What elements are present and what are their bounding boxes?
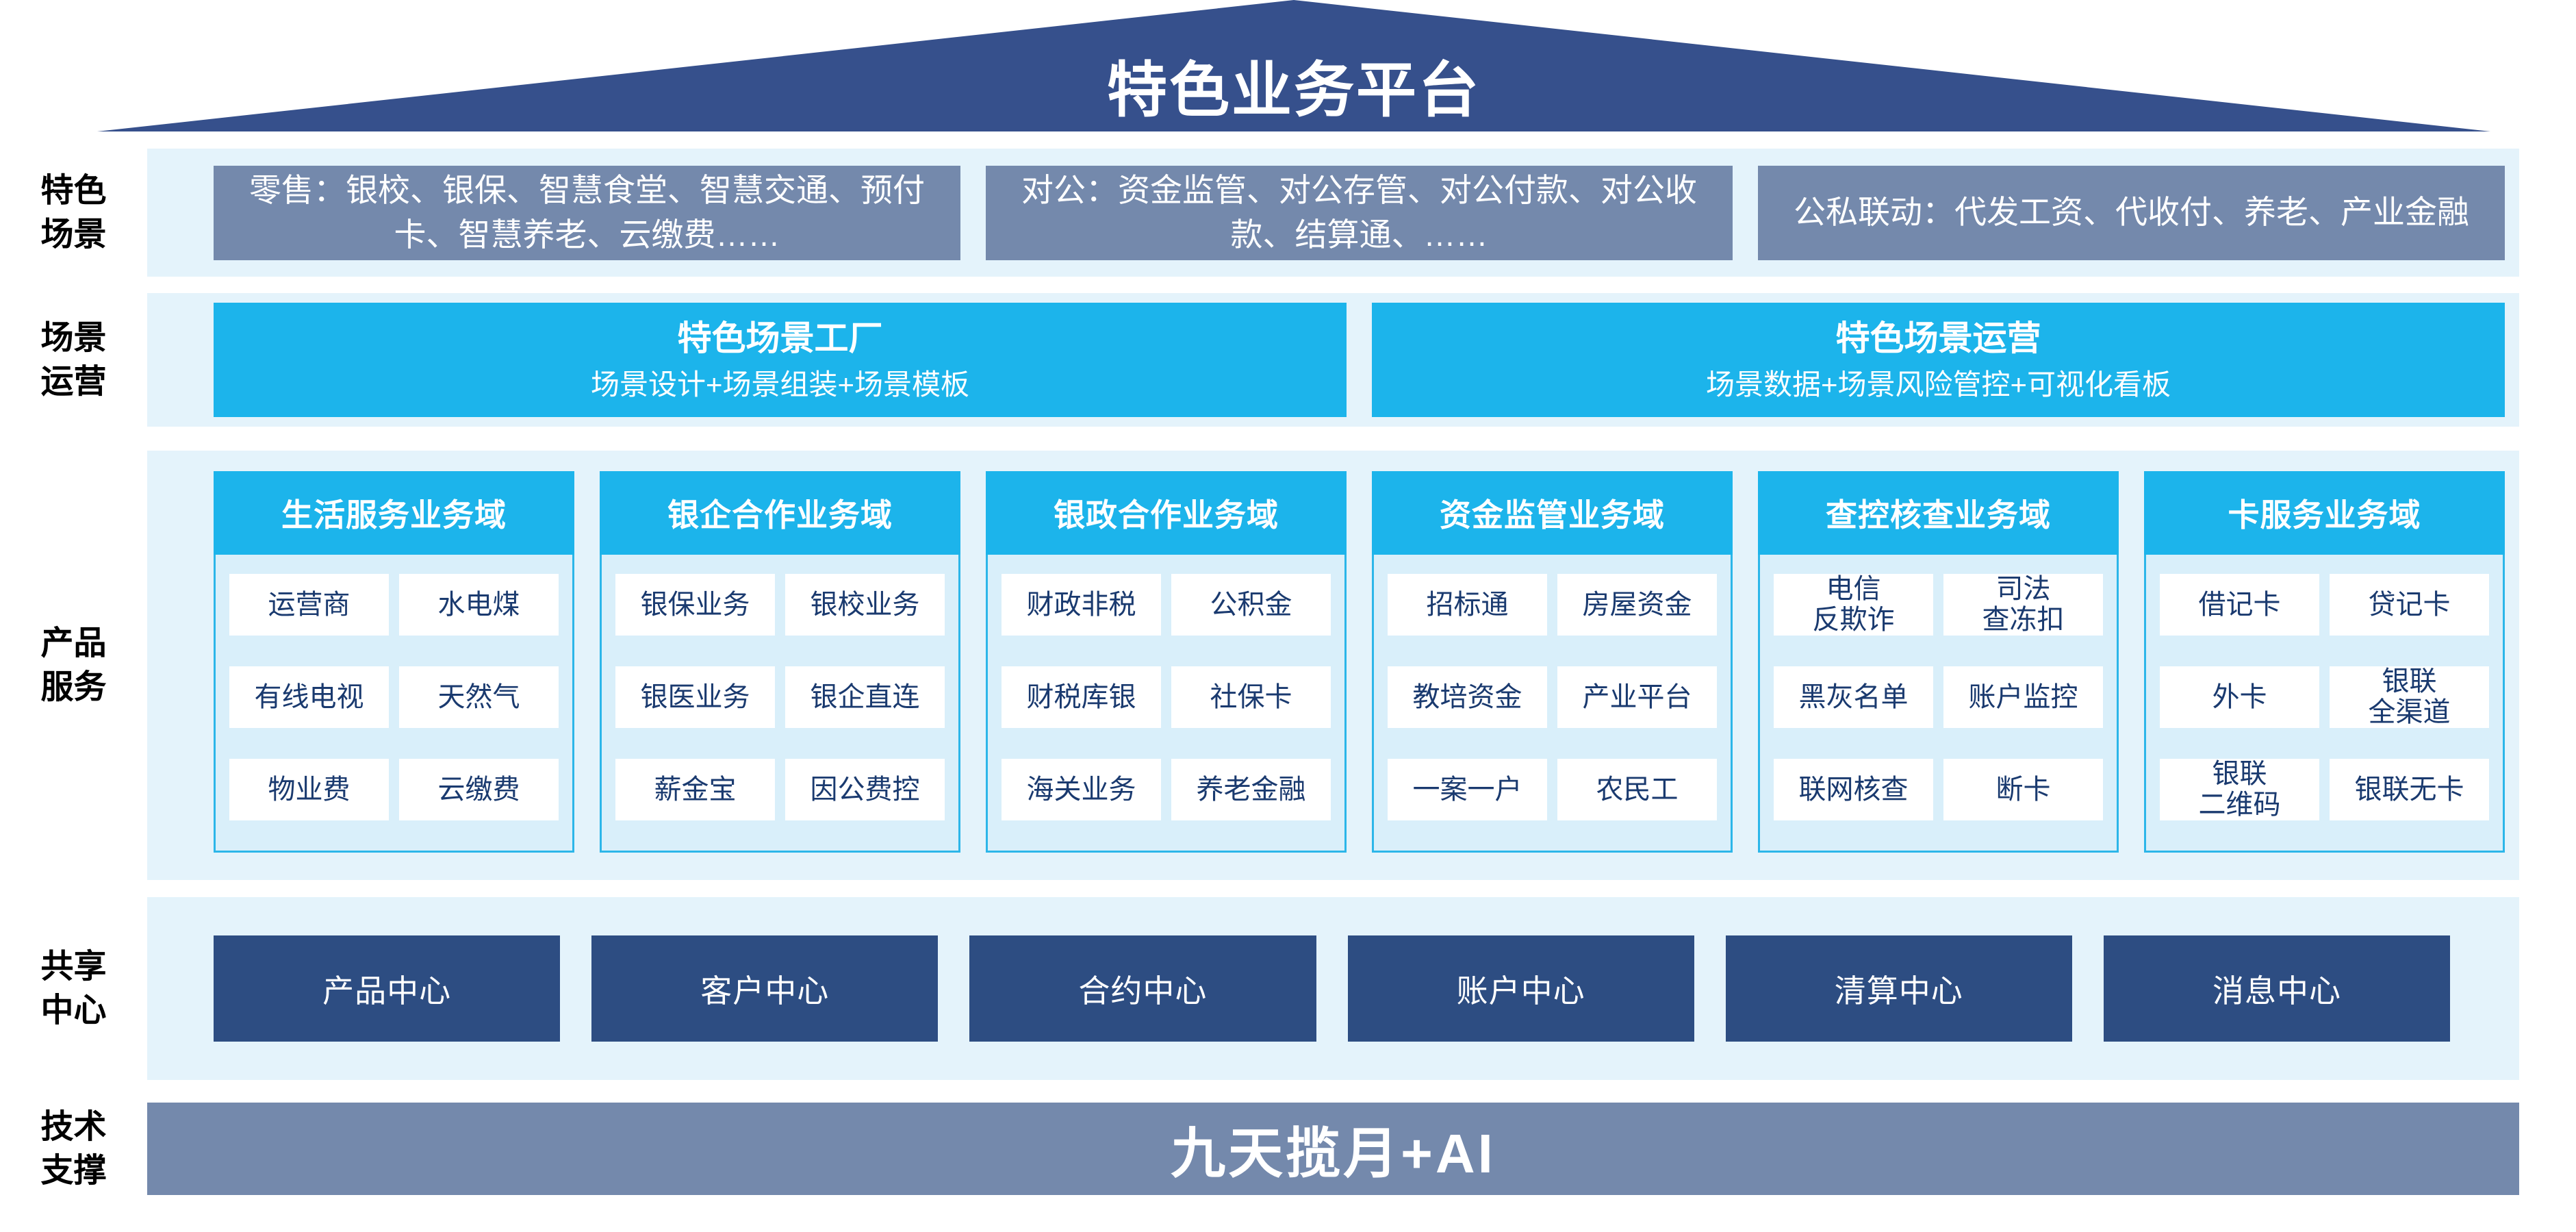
domain-item: 产业平台 bbox=[1557, 666, 1717, 728]
domain-item: 银联 全渠道 bbox=[2330, 666, 2489, 728]
domain-header: 资金监管业务域 bbox=[1372, 471, 1733, 555]
domain-item: 云缴费 bbox=[399, 759, 559, 820]
domain-item: 教培资金 bbox=[1388, 666, 1547, 728]
scenario-factory-subtitle: 场景设计+场景组装+场景模板 bbox=[590, 368, 970, 401]
domain-item: 养老金融 bbox=[1171, 759, 1331, 820]
scenario-factory-title: 特色场景工厂 bbox=[677, 318, 883, 357]
row-label-products: 产品 服务 bbox=[40, 625, 107, 705]
center-box-contract: 合约中心 bbox=[969, 935, 1316, 1042]
domain-header: 卡服务业务域 bbox=[2144, 471, 2505, 555]
row-label-tech: 技术 支撑 bbox=[40, 1109, 107, 1189]
row-label-sharing: 共享 中心 bbox=[40, 948, 107, 1029]
domain-item: 农民工 bbox=[1557, 759, 1717, 820]
domain-body: 招标通 房屋资金 教培资金 产业平台 一案一户 农民工 bbox=[1372, 555, 1733, 853]
center-box-clearing: 清算中心 bbox=[1725, 935, 2072, 1042]
domain-item: 断卡 bbox=[1943, 759, 2103, 820]
domain-item: 电信 反欺诈 bbox=[1774, 574, 1933, 636]
domain-item: 贷记卡 bbox=[2330, 574, 2489, 636]
domain-item: 黑灰名单 bbox=[1774, 666, 1933, 728]
domain-item: 银企直连 bbox=[785, 666, 945, 728]
scenario-factory-box: 特色场景工厂 场景设计+场景组装+场景模板 bbox=[214, 303, 1347, 417]
domain-item: 一案一户 bbox=[1388, 759, 1547, 820]
scenario-operation-subtitle: 场景数据+场景风险管控+可视化看板 bbox=[1705, 368, 2171, 401]
domain-item: 社保卡 bbox=[1171, 666, 1331, 728]
domain-column-life-services: 生活服务业务域 运营商 水电煤 有线电视 天然气 物业费 云缴费 bbox=[214, 471, 574, 853]
scenario-operation-box: 特色场景运营 场景数据+场景风险管控+可视化看板 bbox=[1372, 303, 2505, 417]
domain-body: 电信 反欺诈 司法 查冻扣 黑灰名单 账户监控 联网核查 断卡 bbox=[1758, 555, 2119, 853]
domain-item: 有线电视 bbox=[229, 666, 389, 728]
domain-column-card-services: 卡服务业务域 借记卡 贷记卡 外卡 银联 全渠道 银联 二维码 银联无卡 bbox=[2144, 471, 2505, 853]
domain-item: 司法 查冻扣 bbox=[1943, 574, 2103, 636]
domain-item: 银保业务 bbox=[615, 574, 775, 636]
domain-item: 银校业务 bbox=[785, 574, 945, 636]
domain-header: 查控核查业务域 bbox=[1758, 471, 2119, 555]
domain-item: 薪金宝 bbox=[615, 759, 775, 820]
domain-item: 招标通 bbox=[1388, 574, 1547, 636]
row-label-scenes: 特色 场景 bbox=[40, 173, 107, 253]
platform-title: 特色业务平台 bbox=[1106, 56, 1481, 124]
tech-support-bar: 九天揽月+AI bbox=[147, 1103, 2519, 1195]
center-box-message: 消息中心 bbox=[2103, 935, 2451, 1042]
domain-header: 银企合作业务域 bbox=[600, 471, 960, 555]
domain-item: 财政非税 bbox=[1002, 574, 1161, 636]
domain-item: 物业费 bbox=[229, 759, 389, 820]
scenario-operation-title: 特色场景运营 bbox=[1835, 318, 2041, 357]
row-label-operation: 场景 运营 bbox=[40, 320, 107, 400]
domain-item: 运营商 bbox=[229, 574, 389, 636]
sharing-row: 产品中心 客户中心 合约中心 账户中心 清算中心 消息中心 bbox=[147, 897, 2519, 1080]
domain-item: 公积金 bbox=[1171, 574, 1331, 636]
platform-roof: 特色业务平台 bbox=[97, 0, 2490, 131]
scene-box-public-private: 公私联动：代发工资、代收付、养老、产业金融 bbox=[1758, 165, 2505, 260]
domain-body: 运营商 水电煤 有线电视 天然气 物业费 云缴费 bbox=[214, 555, 574, 853]
domain-item: 联网核查 bbox=[1774, 759, 1933, 820]
domain-header: 生活服务业务域 bbox=[214, 471, 574, 555]
domain-item: 借记卡 bbox=[2160, 574, 2319, 636]
operation-row: 特色场景工厂 场景设计+场景组装+场景模板 特色场景运营 场景数据+场景风险管控… bbox=[147, 293, 2519, 427]
domain-item: 外卡 bbox=[2160, 666, 2319, 728]
domain-item: 房屋资金 bbox=[1557, 574, 1717, 636]
domain-header: 银政合作业务域 bbox=[986, 471, 1347, 555]
domain-item: 海关业务 bbox=[1002, 759, 1161, 820]
domain-item: 水电煤 bbox=[399, 574, 559, 636]
products-row: 生活服务业务域 运营商 水电煤 有线电视 天然气 物业费 云缴费 银企合作业务域… bbox=[147, 451, 2519, 880]
center-box-product: 产品中心 bbox=[214, 935, 561, 1042]
domain-column-bank-government: 银政合作业务域 财政非税 公积金 财税库银 社保卡 海关业务 养老金融 bbox=[986, 471, 1347, 853]
domain-item: 银联无卡 bbox=[2330, 759, 2489, 820]
domain-body: 财政非税 公积金 财税库银 社保卡 海关业务 养老金融 bbox=[986, 555, 1347, 853]
scene-box-retail: 零售：银校、银保、智慧食堂、智慧交通、预付 卡、智慧养老、云缴费…… bbox=[214, 165, 960, 260]
domain-item: 账户监控 bbox=[1943, 666, 2103, 728]
center-box-account: 账户中心 bbox=[1347, 935, 1694, 1042]
domain-column-bank-enterprise: 银企合作业务域 银保业务 银校业务 银医业务 银企直连 薪金宝 因公费控 bbox=[600, 471, 960, 853]
domain-item: 银医业务 bbox=[615, 666, 775, 728]
domain-item: 因公费控 bbox=[785, 759, 945, 820]
domain-item: 天然气 bbox=[399, 666, 559, 728]
domain-column-inquiry-control: 查控核查业务域 电信 反欺诈 司法 查冻扣 黑灰名单 账户监控 联网核查 断卡 bbox=[1758, 471, 2119, 853]
domain-column-fund-supervision: 资金监管业务域 招标通 房屋资金 教培资金 产业平台 一案一户 农民工 bbox=[1372, 471, 1733, 853]
scenes-row: 零售：银校、银保、智慧食堂、智慧交通、预付 卡、智慧养老、云缴费…… 对公：资金… bbox=[147, 149, 2519, 277]
domain-item: 银联 二维码 bbox=[2160, 759, 2319, 820]
center-box-customer: 客户中心 bbox=[591, 935, 939, 1042]
scene-box-corporate: 对公：资金监管、对公存管、对公付款、对公收 款、结算通、…… bbox=[986, 165, 1733, 260]
domain-body: 借记卡 贷记卡 外卡 银联 全渠道 银联 二维码 银联无卡 bbox=[2144, 555, 2505, 853]
domain-body: 银保业务 银校业务 银医业务 银企直连 薪金宝 因公费控 bbox=[600, 555, 960, 853]
domain-item: 财税库银 bbox=[1002, 666, 1161, 728]
